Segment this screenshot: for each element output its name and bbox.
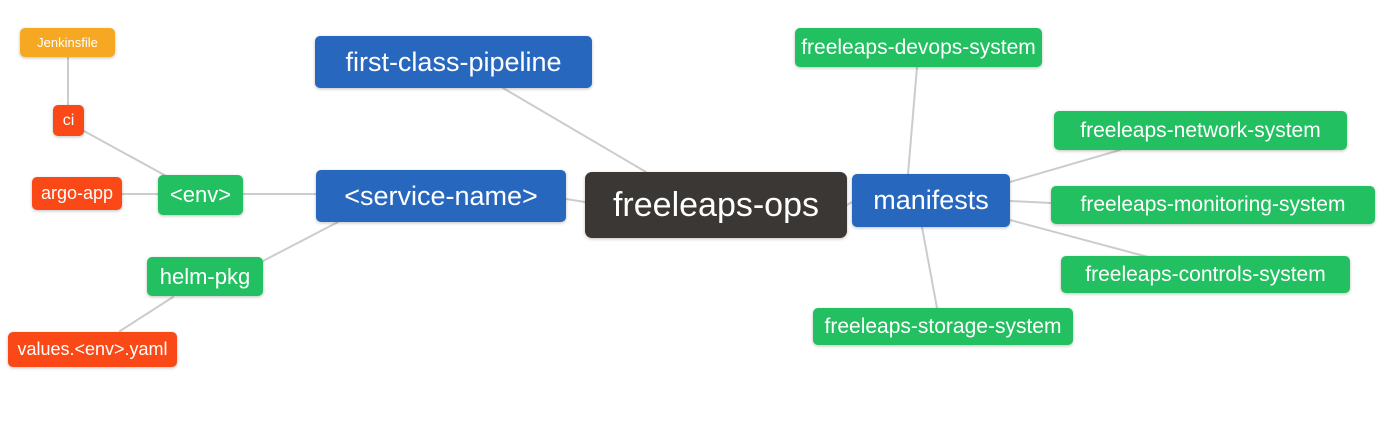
edge-manifests-storage (921, 226, 938, 309)
edge-manifests-network (1009, 149, 1121, 183)
node-freeleaps-network-system[interactable]: freeleaps-network-system (1054, 111, 1347, 150)
edge-service-name-ops (565, 198, 586, 203)
node-freeleaps-controls-system[interactable]: freeleaps-controls-system (1061, 256, 1350, 293)
node-env[interactable]: <env> (158, 175, 243, 215)
node-freeleaps-storage-system[interactable]: freeleaps-storage-system (813, 308, 1073, 345)
edge-manifests-devops (907, 66, 918, 175)
node-first-class-pipeline[interactable]: first-class-pipeline (315, 36, 592, 88)
node-argo-app[interactable]: argo-app (32, 177, 122, 210)
node-manifests[interactable]: manifests (852, 174, 1010, 227)
node-service-name[interactable]: <service-name> (316, 170, 566, 222)
edge-helm-pkg-service-name (262, 221, 339, 262)
edge-ci-env (83, 130, 169, 178)
node-freeleaps-ops[interactable]: freeleaps-ops (585, 172, 847, 238)
edge-ops-manifests (846, 201, 853, 206)
edge-pipeline-ops (502, 87, 647, 173)
node-jenkinsfile[interactable]: Jenkinsfile (20, 28, 115, 57)
node-values-env-yaml[interactable]: values.<env>.yaml (8, 332, 177, 367)
edge-manifests-monitoring (1009, 200, 1052, 204)
node-freeleaps-devops-system[interactable]: freeleaps-devops-system (795, 28, 1042, 67)
node-ci[interactable]: ci (53, 105, 84, 136)
node-freeleaps-monitoring-system[interactable]: freeleaps-monitoring-system (1051, 186, 1375, 224)
edge-manifests-controls (1009, 219, 1149, 258)
node-helm-pkg[interactable]: helm-pkg (147, 257, 263, 296)
edge-values-helm-pkg (119, 296, 174, 332)
